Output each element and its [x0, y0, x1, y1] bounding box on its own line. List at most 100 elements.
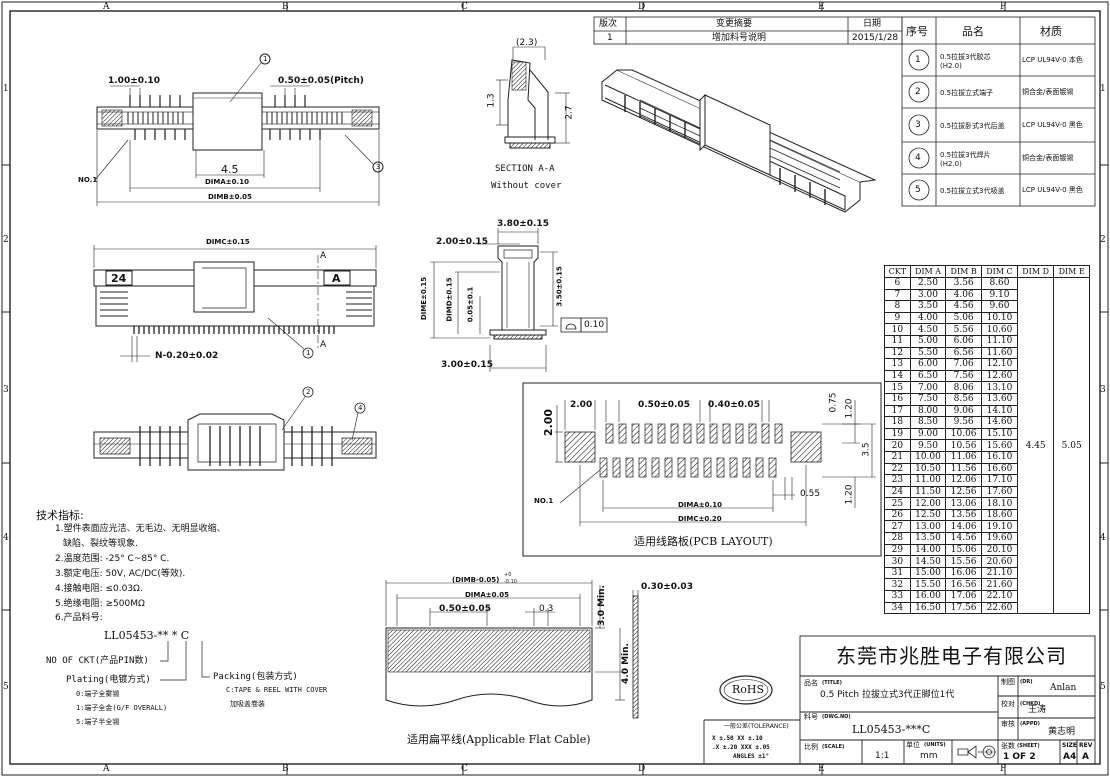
dim-table-cell: 5.50 [909, 346, 947, 360]
title-label-en: (TITLE) [822, 680, 842, 686]
dim-table-cell: 15.56 [945, 555, 982, 568]
pin-a-label: A [332, 272, 341, 285]
dim-table-cell: 31 [884, 566, 911, 580]
pcb-dim-c: DIMC±0.20 [678, 515, 722, 523]
cable-dim-3-0: 3.0 Min. [596, 585, 607, 626]
parts-header-name: 品名 [962, 25, 984, 38]
scale-value: 1:1 [875, 751, 890, 761]
dim-table-cell: 21 [884, 450, 911, 464]
parts-header-no: 序号 [906, 25, 928, 38]
dim-table-cell: 16 [884, 392, 911, 406]
section-a-a [496, 46, 570, 149]
parts-header-material: 材质 [1040, 25, 1062, 38]
dim-table-cell: 9.10 [980, 288, 1018, 302]
dim-table-cell: 3.50 [909, 300, 947, 313]
revision-header-change: 变更摘要 [716, 19, 753, 29]
plating-option: 0:端子全雾锡 [76, 690, 120, 698]
dim-table-cell: 10.10 [980, 311, 1018, 325]
dim-table-cell: 11 [884, 334, 911, 348]
sheet-value: 1 OF 2 [1003, 752, 1036, 762]
parts-row-name: 0.5拉拔立式3代吸盖 [940, 187, 1005, 195]
parts-row-material: LCP UL94V-0 黑色 [1022, 186, 1083, 194]
dim-table-cell: 27 [884, 520, 911, 534]
dim-table-cell: 10.56 [945, 439, 982, 452]
cable-dim-b-minus: -0.10 [504, 579, 517, 585]
packing-option: C:TAPE & REEL WITH COVER [226, 686, 328, 694]
tolerance-line: ANGLES ±1° [733, 753, 770, 760]
row-label-1-right: 1 [1100, 84, 1106, 94]
drawn-label-en: (DR) [1020, 679, 1033, 685]
size-label: SIZE [1062, 742, 1078, 749]
pcb-layout [522, 382, 882, 557]
row-label-5: 5 [3, 682, 9, 692]
row-label-3: 3 [3, 385, 9, 395]
dim-table-cell: 21.60 [980, 578, 1018, 592]
drawn-value: Anlan [1050, 683, 1077, 693]
flatness-value: 0.10 [584, 320, 605, 330]
units-label-en: (UNITS) [924, 742, 946, 748]
isometric-view [601, 69, 877, 213]
dim-table-cell: 9.06 [945, 404, 982, 418]
dim-table-cell: 23 [884, 474, 911, 487]
dim-table-cell: 12.56 [945, 485, 982, 499]
checked-value: 王涛 [1028, 705, 1047, 715]
dim-d: DIMD±0.15 [445, 277, 454, 322]
dim-table-cell: 16.50 [909, 601, 947, 615]
dim-table-cell: 8 [884, 300, 911, 313]
section-subtitle: Without cover [491, 181, 562, 191]
spec-line: 4.接触电阻: ≤0.03Ω. [55, 584, 143, 594]
dim-table-cell: 16.06 [945, 566, 982, 580]
dim-table-cell: 17.06 [945, 590, 982, 603]
dim-table-cell: 20.60 [980, 555, 1018, 568]
dim-table-cell: 4.00 [909, 311, 947, 325]
dim-header: DIM C [980, 265, 1018, 278]
dim-table-cell: 15.06 [945, 543, 982, 557]
dim-table-cell: 8.00 [909, 404, 947, 418]
dim-n: N-0.20±0.02 [155, 351, 219, 361]
title-block-lines [703, 635, 1096, 765]
dim-table-cell: 30 [884, 555, 911, 568]
dim-table-cell: 20 [884, 439, 911, 452]
row-label-4: 4 [3, 533, 9, 543]
dim-table-cell: 22.10 [980, 590, 1018, 603]
dim-table-cell: 5.56 [945, 323, 982, 336]
parts-row-material: LCP UL94V-0 本色 [1022, 56, 1083, 64]
row-label-1: 1 [3, 84, 9, 94]
dim-4-5: 4.5 [221, 163, 239, 176]
dim-table-cell: 16.10 [980, 450, 1018, 464]
dim-table-cell: 11.10 [980, 334, 1018, 348]
dim-table-cell: 13.06 [945, 497, 982, 510]
size-value: A4 [1063, 752, 1077, 762]
dim-table-cell: 12 [884, 346, 911, 360]
title-value: 0.5 Pitch 拉拔立式3代正脚位1代 [820, 690, 955, 700]
dim-table-cell: 17.56 [945, 601, 982, 615]
callout-1-icon: 1 [263, 55, 268, 63]
dim-pitch-1: 1.00±0.10 [108, 76, 160, 86]
flat-cable [385, 580, 639, 719]
tolerance-title: 一般公差(TOLERANCE) [724, 723, 789, 730]
col-label-f: F [1000, 2, 1007, 12]
callout-2-icon: 2 [306, 388, 311, 396]
dim-header: CKT [884, 265, 911, 278]
dim-table-cell: 13 [884, 358, 911, 371]
row-label-2-right: 2 [1100, 235, 1106, 245]
dim-2-7: 2.7 [564, 105, 575, 120]
rev-value: A [1082, 752, 1089, 762]
dim-table-cell: 9 [884, 311, 911, 325]
dim-table-cell: 21.10 [980, 566, 1018, 580]
revision-header-date: 日期 [863, 19, 882, 29]
units-value: mm [920, 751, 938, 761]
company-name: 东莞市兆胜电子有限公司 [836, 644, 1067, 668]
section-mark-a-bottom: A [320, 340, 327, 350]
tolerance-line: X ±.50 XX ±.10 [712, 735, 763, 742]
part-code-leaders [160, 641, 210, 681]
dim-table-cell: 6.06 [945, 334, 982, 348]
pcb-dim-1-20-top: 1.20 [844, 398, 855, 419]
dim-table-cell: 22 [884, 462, 911, 476]
dim-table-cell: 6 [884, 277, 911, 290]
